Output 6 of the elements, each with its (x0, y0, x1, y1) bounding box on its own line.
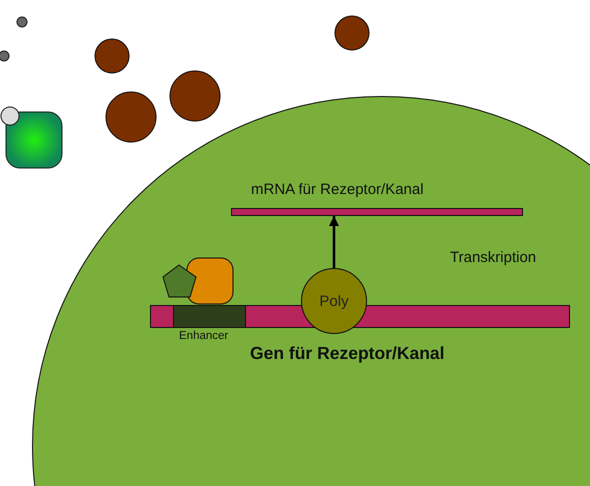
arrow (329, 216, 339, 268)
enhancer-label: Enhancer (179, 330, 228, 342)
mrna-label: mRNA für Rezeptor/Kanal (251, 181, 424, 198)
polymerase-label: Poly (319, 292, 349, 310)
process-label: Transkription (450, 249, 536, 266)
gene-label: Gen für Rezeptor/Kanal (250, 343, 444, 364)
